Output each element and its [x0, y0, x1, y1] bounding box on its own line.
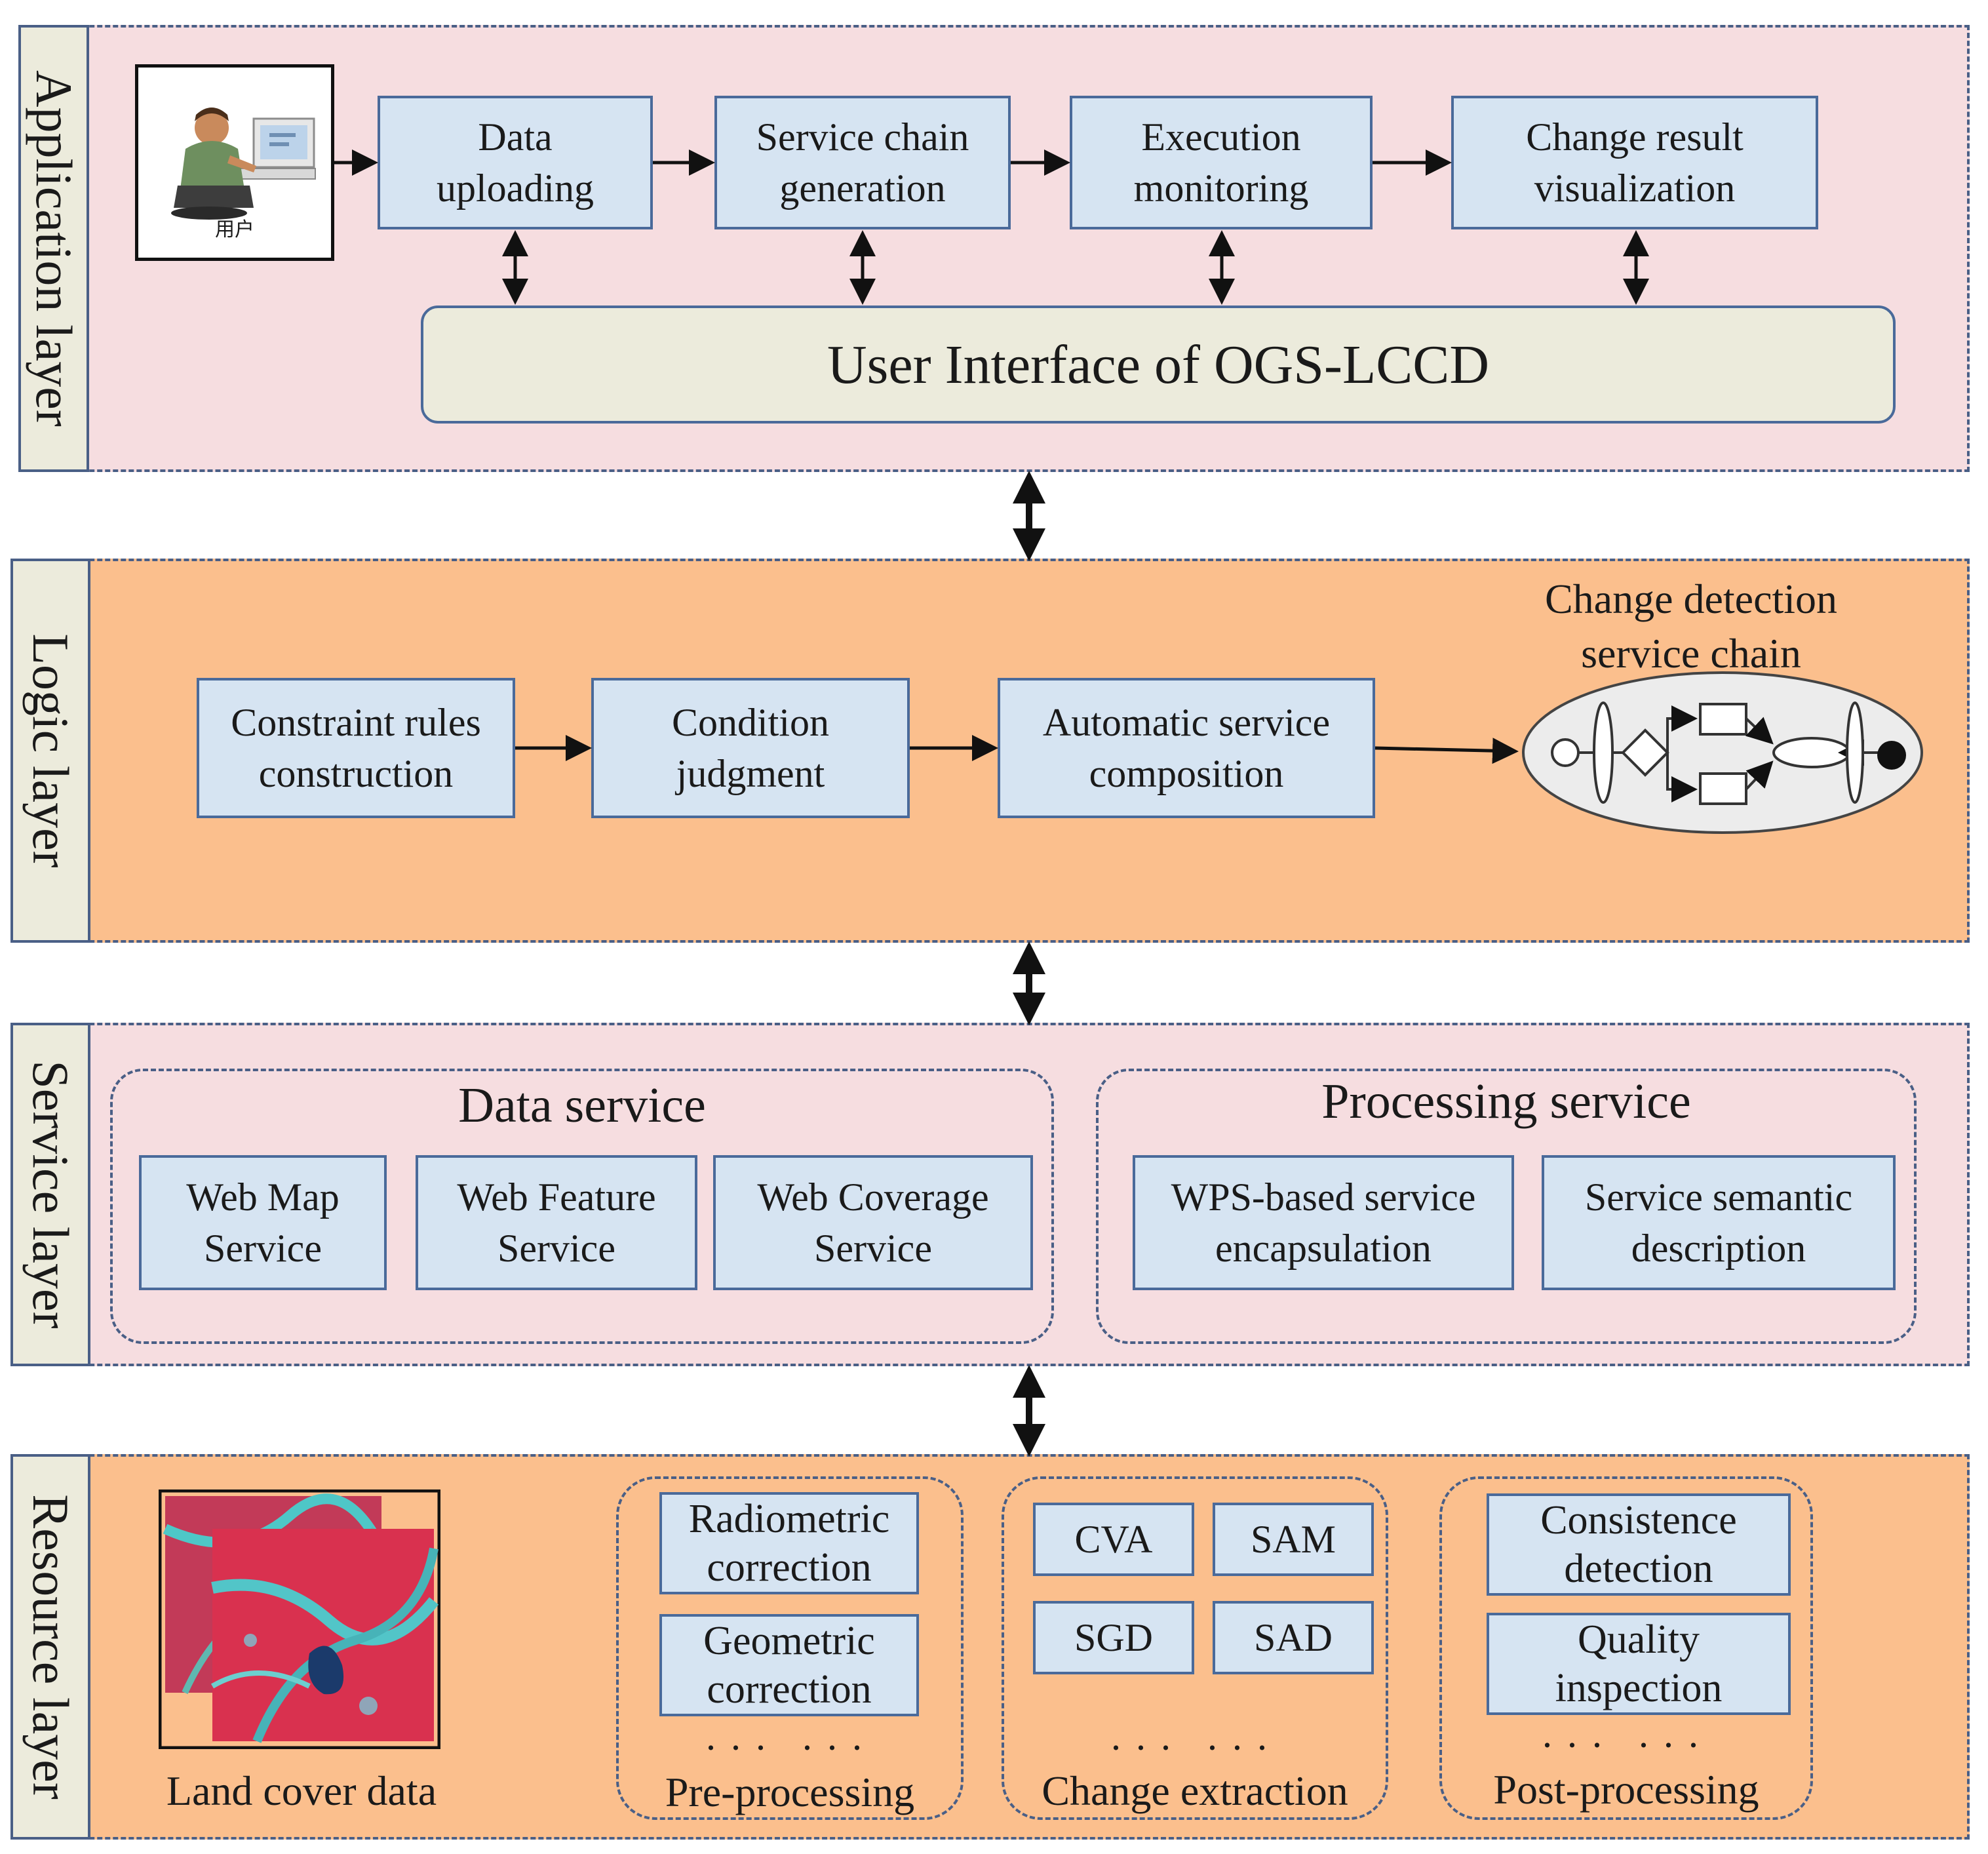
radiometric-correction-box: Radiometric correction — [659, 1492, 919, 1594]
user-interface-bar: User Interface of OGS-LCCD — [421, 306, 1896, 424]
user-icon-box: 用户 — [135, 64, 334, 261]
execution-monitoring-box: Execution monitoring — [1070, 96, 1373, 229]
processing-service-title: Processing service — [1321, 1074, 1691, 1129]
land-cover-caption: Land cover data — [166, 1767, 437, 1814]
wps-encapsulation-box: WPS-based service encapsulation — [1133, 1155, 1514, 1290]
semantic-description-box: Service semantic description — [1542, 1155, 1896, 1290]
preprocessing-caption: Pre-processing — [665, 1769, 915, 1815]
resource-layer-label-text: Resource layer — [22, 1494, 79, 1800]
condition-judgment-box: Condition judgment — [591, 678, 910, 818]
service-layer-label: Service layer — [10, 1023, 90, 1366]
data-service-group — [110, 1069, 1054, 1344]
constraint-rules-box: Constraint rules construction — [197, 678, 515, 818]
quality-inspection-box: Quality inspection — [1487, 1613, 1791, 1715]
service-chain-generation-box: Service chain generation — [714, 96, 1011, 229]
sam-box: SAM — [1213, 1503, 1374, 1576]
sad-box: SAD — [1213, 1601, 1374, 1674]
user-computer-icon — [171, 108, 316, 220]
data-service-title: Data service — [458, 1078, 706, 1133]
change-extraction-caption: Change extraction — [1042, 1767, 1348, 1814]
data-uploading-box: Data uploading — [378, 96, 653, 229]
user-interface-label: User Interface of OGS-LCCD — [827, 334, 1489, 395]
chain-title: Change detection service chain — [1544, 576, 1838, 677]
application-layer-label: Application layer — [18, 25, 89, 472]
change-result-visualization-box: Change result visualization — [1451, 96, 1818, 229]
satellite-image-icon — [159, 1489, 440, 1749]
change-extraction-dots: ··· ··· — [1109, 1726, 1281, 1769]
postprocessing-group — [1439, 1476, 1813, 1820]
change-extraction-group — [1002, 1476, 1388, 1820]
resource-layer-label: Resource layer — [10, 1454, 90, 1840]
preprocessing-dots: ··· ··· — [704, 1726, 876, 1769]
web-coverage-service-box: Web Coverage Service — [713, 1155, 1033, 1290]
service-layer-label-text: Service layer — [22, 1060, 79, 1329]
postprocessing-caption: Post-processing — [1493, 1766, 1759, 1813]
consistence-detection-box: Consistence detection — [1487, 1493, 1791, 1596]
preprocessing-group — [616, 1476, 964, 1820]
user-caption: 用户 — [215, 218, 254, 241]
logic-layer-label: Logic layer — [10, 559, 90, 943]
processing-service-group — [1096, 1069, 1917, 1344]
logic-layer-label-text: Logic layer — [22, 633, 79, 868]
web-feature-service-box: Web Feature Service — [416, 1155, 697, 1290]
cva-box: CVA — [1033, 1503, 1194, 1576]
application-layer-label-text: Application layer — [26, 70, 83, 427]
web-map-service-box: Web Map Service — [139, 1155, 387, 1290]
sgd-box: SGD — [1033, 1601, 1194, 1674]
automatic-composition-box: Automatic service composition — [998, 678, 1375, 818]
geometric-correction-box: Geometric correction — [659, 1614, 919, 1716]
postprocessing-dots: ··· ··· — [1540, 1724, 1712, 1767]
